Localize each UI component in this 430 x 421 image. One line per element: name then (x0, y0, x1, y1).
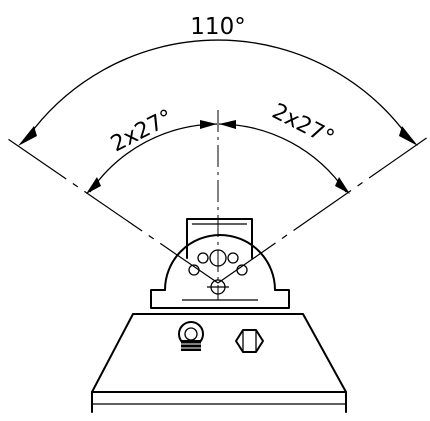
left-inner-arrow-outer (86, 177, 101, 194)
hole-right-lower (236, 264, 248, 276)
inner-dimensions (86, 120, 350, 194)
hole-left-upper (197, 252, 209, 264)
gland-thread (181, 340, 201, 351)
left-flange (150, 289, 166, 309)
outer-dimension (18, 39, 418, 146)
device-body (91, 218, 347, 413)
left-angle-label: 2x27° (107, 105, 177, 157)
center-hole (209, 249, 227, 267)
base-plate (91, 313, 347, 393)
hole-right-upper (227, 252, 239, 264)
right-inner-arrow-center (219, 120, 236, 129)
right-inner-arc (218, 123, 347, 193)
right-flange (274, 289, 290, 309)
right-inner-arrow-outer (335, 177, 350, 194)
hole-left-lower (188, 264, 200, 276)
upper-bracket (186, 218, 253, 259)
cable-gland (178, 321, 204, 351)
rotating-head (164, 234, 276, 291)
right-angle-label: 2x27° (268, 99, 338, 151)
left-limit-line (4, 136, 219, 284)
outer-arrow-right (399, 126, 418, 146)
hex-nut-outline (235, 329, 264, 353)
left-inner-arc (89, 123, 218, 193)
outer-dimension-arc (24, 39, 412, 142)
gland-inner (184, 327, 198, 341)
left-inner-arrow-center (200, 120, 217, 129)
hex-nut (235, 329, 264, 353)
right-limit-line (217, 136, 429, 284)
outer-arrow-left (18, 126, 37, 146)
extension-lines (4, 110, 429, 300)
outer-angle-label: 110° (190, 14, 245, 40)
